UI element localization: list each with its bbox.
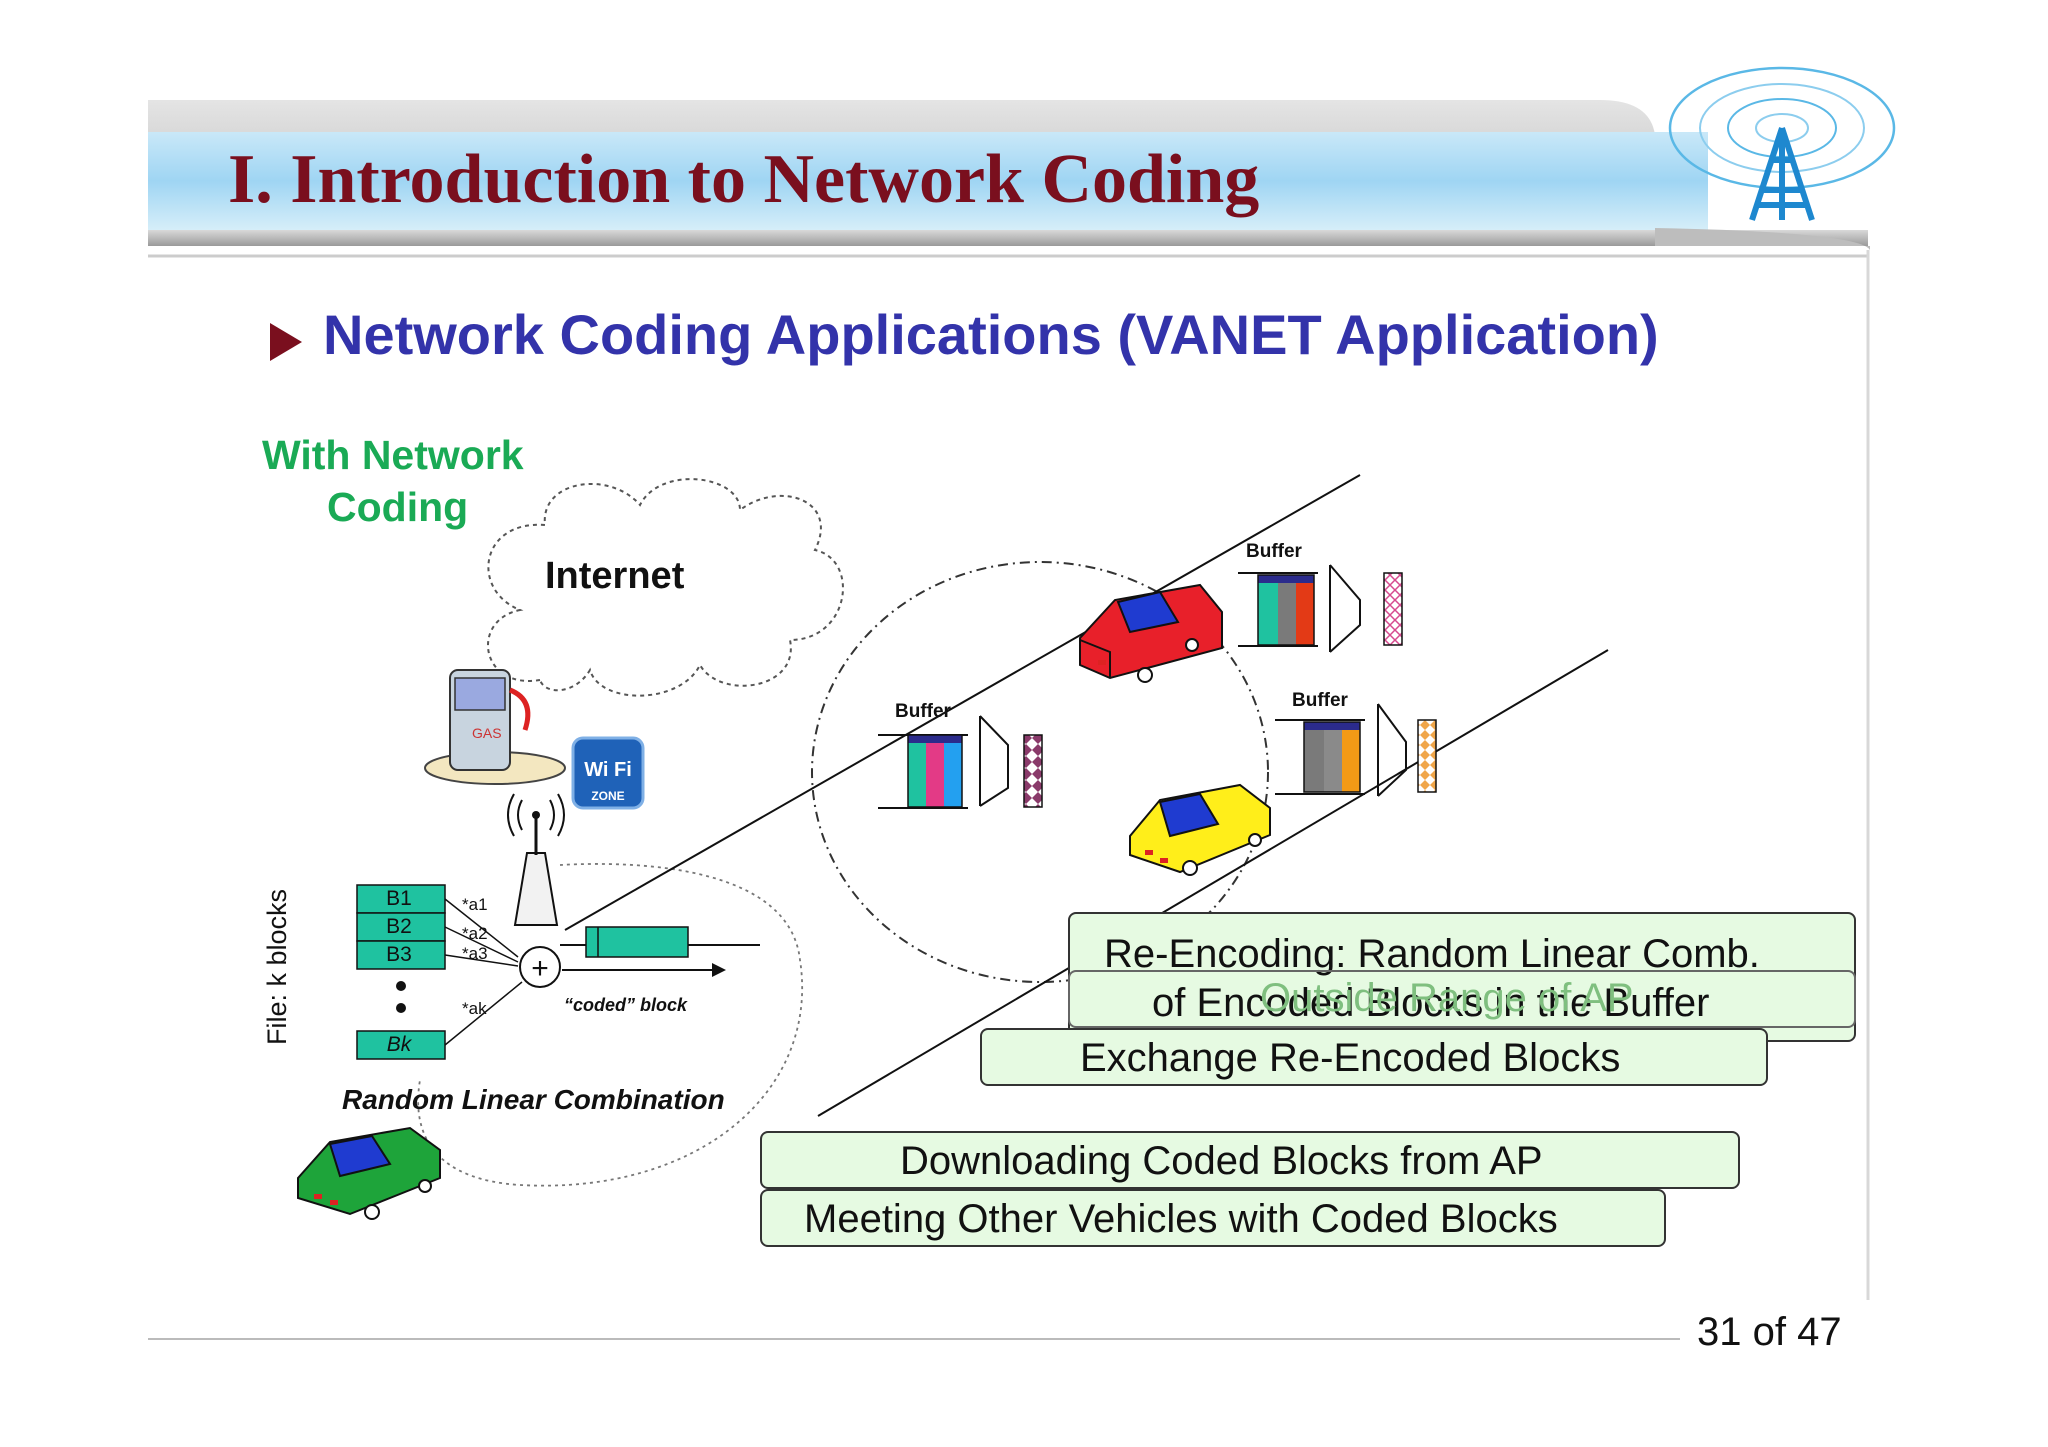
buffer-label-right: Buffer <box>1292 690 1348 711</box>
exchange-label: Exchange Re-Encoded Blocks <box>1080 1036 1621 1080</box>
block-bk-label: Bk <box>386 1033 412 1056</box>
zone-text: ZONE <box>591 789 624 803</box>
road-line-upper <box>564 474 1361 931</box>
random-linear-combination-label: Random Linear Combination <box>342 1084 725 1115</box>
plus-symbol: + <box>531 952 549 985</box>
outside-range-label: Outside Range of AP <box>1260 976 1634 1020</box>
combination-arrows <box>444 898 523 1046</box>
combiner-circle <box>519 946 561 988</box>
road-line-lower <box>817 649 1609 1117</box>
meeting-label: Meeting Other Vehicles with Coded Blocks <box>804 1197 1558 1241</box>
coded-block-label: “coded” block <box>564 995 688 1015</box>
block-stack <box>356 884 446 1060</box>
buffer-top <box>1238 564 1403 653</box>
coefficient-a3: *a3 <box>462 944 488 963</box>
reencoding-box: Re-Encoding: Random Linear Comb. of Enco… <box>1068 912 1856 1042</box>
car-icon-yellow <box>1129 783 1271 876</box>
slide-subtitle: Network Coding Applications (VANET Appli… <box>323 303 1659 366</box>
outside-range-box <box>1068 970 1856 1028</box>
page-number: 31 of 47 <box>1697 1310 1842 1354</box>
gas-label: GAS <box>472 725 502 741</box>
with-network-label-line1: With Network <box>262 432 524 478</box>
internet-label: Internet <box>545 555 685 597</box>
downloading-box: Downloading Coded Blocks from AP <box>760 1131 1740 1189</box>
block-b2-label: B2 <box>386 915 412 938</box>
downloading-label: Downloading Coded Blocks from AP <box>900 1139 1543 1183</box>
exchange-box: Exchange Re-Encoded Blocks <box>980 1028 1768 1086</box>
access-point-icon <box>507 793 565 926</box>
antenna-tower-logo-icon <box>1668 66 1896 221</box>
coefficient-ak: *ak <box>462 999 487 1018</box>
car-icon-green <box>297 1126 441 1220</box>
cloud-icon <box>486 478 844 697</box>
coded-block <box>585 926 689 958</box>
buffer-center <box>878 715 1043 809</box>
coefficient-a1: *a1 <box>462 895 488 914</box>
slide-title: I. Introduction to Network Coding <box>228 141 1260 218</box>
reencoding-line1: Re-Encoding: Random Linear Comb. <box>1104 932 1760 976</box>
buffer-label-center: Buffer <box>895 701 951 722</box>
buffer-label-top: Buffer <box>1246 541 1302 562</box>
header-band <box>148 100 1870 258</box>
reencoding-line2: of Encoded Blocks in the Buffer <box>1152 981 1710 1025</box>
wifi-text: Wi Fi <box>584 759 632 781</box>
vehicle-range-circle <box>811 561 1269 983</box>
wifi-zone-icon: Wi Fi ZONE <box>571 736 645 810</box>
ap-range-boundary <box>417 863 803 1187</box>
coefficient-a2: *a2 <box>462 924 488 943</box>
with-network-label-line2: Coding <box>327 484 469 530</box>
gas-pump-icon: GAS <box>424 669 566 785</box>
play-bullet-icon <box>270 323 302 361</box>
buffer-right <box>1275 703 1437 797</box>
block-b3-label: B3 <box>386 943 412 966</box>
file-blocks-label: File: k blocks <box>262 888 292 1045</box>
car-icon-red <box>1079 583 1223 683</box>
block-b1-label: B1 <box>386 887 412 910</box>
meeting-box: Meeting Other Vehicles with Coded Blocks <box>760 1189 1666 1247</box>
